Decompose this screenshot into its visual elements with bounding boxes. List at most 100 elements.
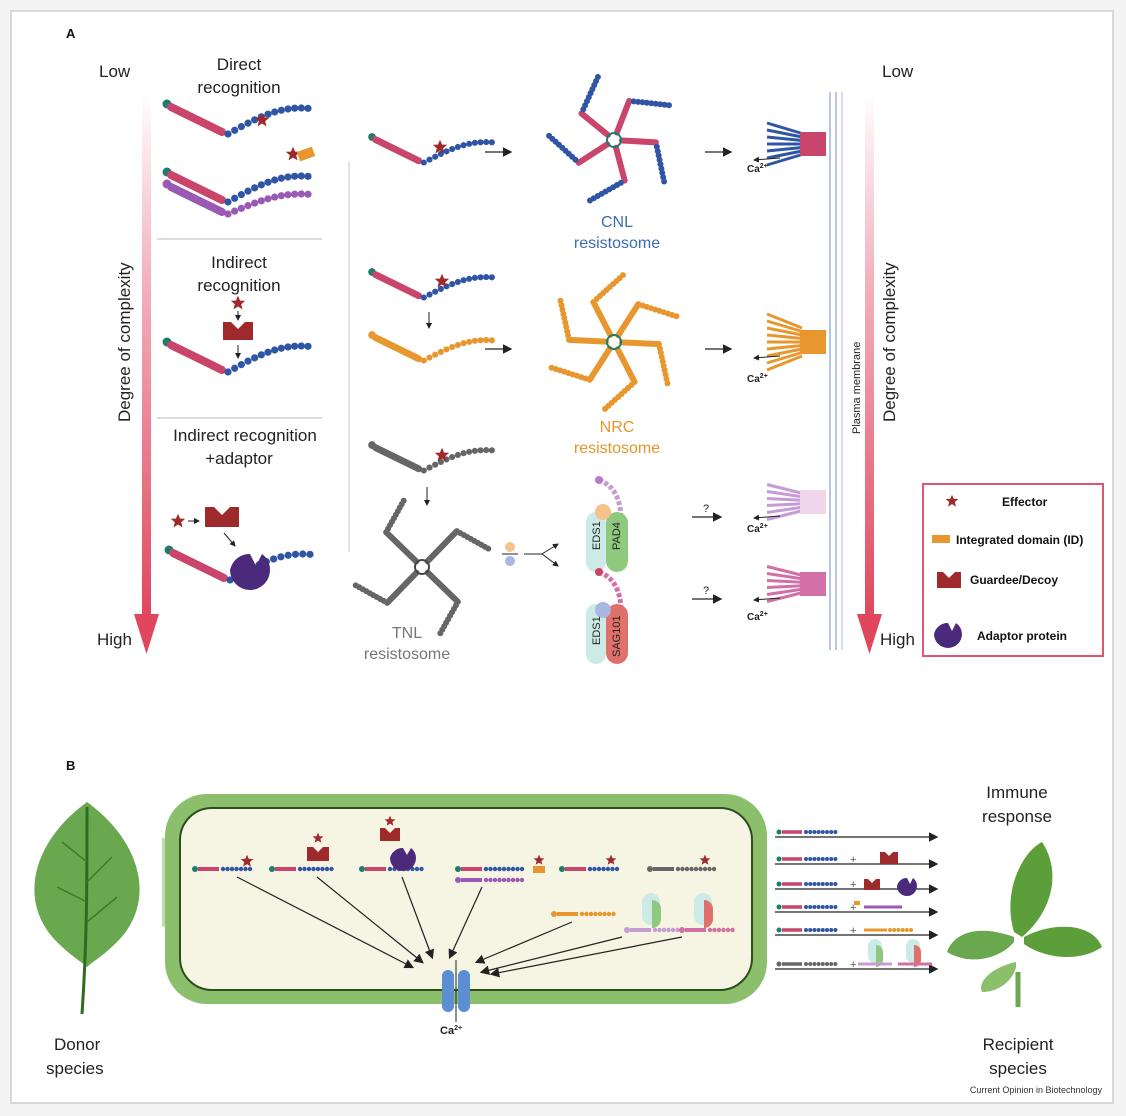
resistosome-wheels (352, 73, 680, 637)
cnl-resistosome-wheel (546, 73, 672, 204)
calcium-label: Ca2+ (440, 1025, 462, 1037)
donor-leaf-icon (34, 802, 180, 1015)
transgene-construct: + (775, 925, 939, 940)
guardee-decoy-icon (223, 322, 253, 340)
signal-arrows (236, 876, 683, 978)
axis-low-left: Low (99, 62, 131, 81)
plus-sign: + (850, 879, 856, 891)
immune-response-line2: response (982, 807, 1052, 826)
plus-sign: + (850, 902, 856, 914)
effector-star-icon (170, 513, 186, 528)
guardee-decoy-icon (307, 847, 329, 861)
figure-frame: A B Low High Degree of complexity Low Hi… (10, 10, 1114, 1104)
effector-star-icon (230, 295, 246, 310)
panel-a-label: A (66, 26, 76, 41)
nlr-protein-chain (455, 866, 525, 872)
unknown-step-label: ? (703, 585, 709, 597)
cnl-label-line2: resistosome (574, 235, 660, 252)
axis-low-right: Low (882, 62, 914, 81)
axis-title-right: Degree of complexity (880, 262, 899, 422)
nlr-protein-chain (624, 927, 680, 933)
pad4-label: PAD4 (611, 522, 623, 550)
journal-credit: Current Opinion in Biotechnology (970, 1085, 1103, 1095)
axis-title-left: Degree of complexity (115, 262, 134, 422)
eds1-label: EDS1 (591, 521, 603, 550)
calcium-label: Ca2+ (747, 163, 768, 175)
adaptor-recognition-line2: +adaptor (205, 449, 273, 468)
legend-id-icon (932, 535, 950, 543)
resistosome-pore-icon: Ca2+ (747, 121, 826, 175)
eds1-sag101-complex: EDS1 SAG101 (586, 568, 628, 664)
indirect-recognition-line1: Indirect (211, 253, 267, 272)
plus-sign: + (850, 925, 856, 937)
sag101-label: SAG101 (611, 615, 623, 657)
direct-recognition-line2: recognition (197, 78, 280, 97)
legend-adaptor-icon (934, 622, 962, 648)
cell-nlr-chains (192, 866, 735, 933)
nlr-protein-chain (192, 866, 253, 872)
tnl-resistosome-wheel (352, 497, 492, 637)
adaptor-protein-icon (230, 553, 270, 590)
axis-high-left: High (97, 630, 132, 649)
plasma-membrane: Plasma membrane (829, 92, 863, 650)
nlr-protein-chain (162, 99, 312, 138)
calcium-label: Ca2+ (747, 373, 768, 385)
transgene-construct (775, 829, 939, 842)
nlr-protein-chain (162, 179, 312, 218)
tnl-label-line2: resistosome (364, 646, 450, 663)
donor-label-line1: Donor (54, 1035, 101, 1054)
nlr-protein-chain (162, 167, 312, 206)
indirect-recognition-line2: recognition (197, 276, 280, 295)
nlr-protein-chain (368, 268, 495, 301)
nlr-protein-chains (162, 99, 600, 584)
nrc-label-line1: NRC (600, 419, 635, 436)
nlr-protein-chain (455, 877, 525, 883)
plus-sign: + (850, 959, 856, 971)
figure-canvas: A B Low High Degree of complexity Low Hi… (34, 26, 1104, 1095)
nlr-protein-chain (368, 133, 495, 166)
nlr-protein-chain (679, 927, 735, 933)
axis-high-right: High (880, 630, 915, 649)
nlr-protein-chain (647, 866, 717, 872)
guardee-decoy-icon (380, 828, 400, 841)
recipient-plant-icon (947, 842, 1102, 1007)
tnl-label-line1: TNL (392, 625, 422, 642)
nrc-resistosome-wheel (548, 272, 680, 412)
resistosome-pore-icon: Ca2+ (747, 312, 826, 385)
transgene-construct: + (775, 877, 939, 896)
panel-b-label: B (66, 758, 75, 773)
calcium-label: Ca2+ (747, 611, 768, 623)
transgene-construct: + (775, 852, 939, 869)
legend-integrated-domain: Integrated domain (ID) (956, 533, 1083, 547)
cnl-label-line1: CNL (601, 214, 633, 231)
legend-adaptor: Adaptor protein (977, 629, 1067, 643)
eds1-pad4-complex: EDS1 PAD4 (586, 476, 628, 572)
nlr-protein-chain (551, 911, 616, 917)
immune-response-line1: Immune (986, 783, 1047, 802)
nlr-protein-chain (368, 441, 495, 474)
calcium-channel-icon (442, 960, 470, 1022)
plasma-membrane-label: Plasma membrane (851, 342, 863, 434)
complexity-axis-left: Low High Degree of complexity (97, 62, 159, 654)
guardee-decoy-icon (205, 507, 239, 527)
nlr-protein-chain (162, 337, 312, 376)
nrc-label-line2: resistosome (574, 440, 660, 457)
transgene-constructs: + + + + + (775, 829, 939, 974)
nlr-protein-chain (368, 331, 495, 364)
legend-guardee: Guardee/Decoy (970, 573, 1058, 587)
plus-sign: + (850, 854, 856, 866)
legend-guardee-icon (937, 572, 961, 588)
transgene-construct: + (775, 901, 939, 917)
membrane-channels: Ca2+ Ca2+ Ca2+ Ca2+ (747, 121, 826, 623)
eds1-label: EDS1 (591, 616, 603, 645)
adaptor-recognition-line1: Indirect recognition (173, 426, 317, 445)
resistosome-pore-icon: Ca2+ (747, 483, 826, 535)
legend: Effector Integrated domain (ID) Guardee/… (922, 483, 1104, 657)
calcium-label: Ca2+ (747, 523, 768, 535)
resistosome-pore-icon: Ca2+ (747, 565, 826, 623)
adaptor-protein-icon (390, 847, 416, 871)
nlr-protein-chain (559, 866, 620, 872)
donor-label-line2: species (46, 1059, 104, 1078)
integrated-domain-icon (296, 146, 316, 162)
recipient-label-line1: Recipient (983, 1035, 1054, 1054)
